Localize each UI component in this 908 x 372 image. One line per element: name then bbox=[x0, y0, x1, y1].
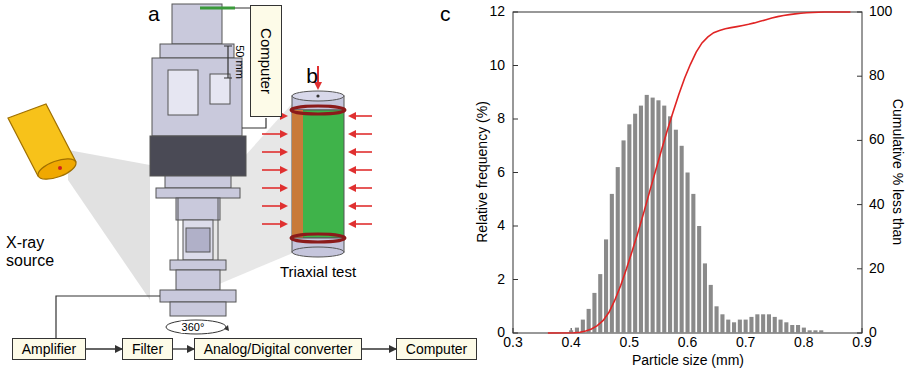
axis-title: Particle size (mm) bbox=[632, 353, 744, 368]
panel-letter: b bbox=[306, 64, 318, 87]
tick-label: 0.3 bbox=[503, 335, 522, 350]
process-box: Amplifier bbox=[12, 338, 86, 360]
tick-label: 60 bbox=[869, 133, 885, 148]
tick-label: 10 bbox=[489, 58, 505, 73]
axis-title: Cumulative % less than bbox=[889, 99, 904, 245]
tick-label: 2 bbox=[497, 272, 505, 287]
scale-label: 50 mm bbox=[234, 45, 246, 79]
tick-label: 4 bbox=[497, 218, 505, 233]
tick-label: 0.5 bbox=[620, 335, 639, 350]
tick-label: 40 bbox=[869, 197, 885, 212]
tick-label: 0.8 bbox=[794, 335, 813, 350]
rotation-arrowhead bbox=[224, 325, 229, 331]
signal-arrow bbox=[362, 348, 396, 349]
histogram-bars bbox=[569, 95, 823, 333]
tick-label: 8 bbox=[497, 111, 505, 126]
tick-label: 0.9 bbox=[852, 335, 871, 350]
tick-label: 0.7 bbox=[736, 335, 755, 350]
xray-source bbox=[8, 104, 79, 183]
plot-ticks bbox=[513, 12, 862, 333]
tick-label: 100 bbox=[869, 4, 892, 19]
box-label: Filter bbox=[123, 341, 172, 357]
tick-label: 80 bbox=[869, 68, 885, 83]
panel-letter: a bbox=[148, 2, 160, 25]
xray-beam bbox=[68, 150, 150, 300]
tick-label: 20 bbox=[869, 261, 885, 276]
process-box: Analog/Digital converter bbox=[194, 338, 362, 360]
tick-label: 6 bbox=[497, 165, 505, 180]
box-label: Computer bbox=[258, 28, 275, 94]
box-label: Computer bbox=[397, 341, 476, 357]
tick-label: 0.4 bbox=[561, 335, 580, 350]
tick-label: 0.6 bbox=[678, 335, 697, 350]
confining-arrows bbox=[262, 116, 372, 224]
process-box: Computer bbox=[396, 338, 477, 360]
scale-bar bbox=[224, 46, 232, 78]
panel-caption: Triaxial test bbox=[280, 264, 356, 281]
plot-frame bbox=[513, 12, 862, 333]
axis-title: Relative frequency (%) bbox=[475, 101, 490, 243]
signal-arrow bbox=[86, 348, 122, 349]
box-label: Amplifier bbox=[13, 341, 85, 357]
process-box: Computer bbox=[250, 5, 282, 117]
cumulative-curve bbox=[548, 12, 851, 333]
rotation-label: 360° bbox=[181, 321, 206, 333]
signal-arrow bbox=[173, 348, 194, 349]
panel-letter: c bbox=[440, 2, 451, 25]
process-box: Filter bbox=[122, 338, 173, 360]
rotation-arrow bbox=[166, 320, 226, 334]
tick-label: 12 bbox=[489, 4, 505, 19]
box-label: Analog/Digital converter bbox=[195, 341, 361, 357]
triaxial-apparatus bbox=[150, 4, 246, 316]
source-label: X-ray source bbox=[6, 234, 68, 269]
triaxial-specimen bbox=[291, 91, 345, 257]
wire bbox=[242, 118, 266, 128]
wire bbox=[56, 296, 160, 338]
